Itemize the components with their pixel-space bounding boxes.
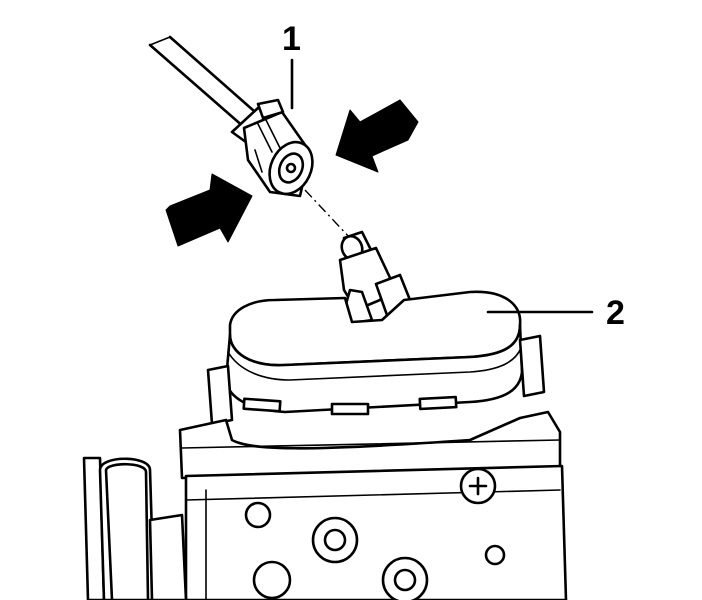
callout-1: 1 — [282, 20, 301, 58]
alignment-axis — [304, 189, 351, 239]
side-bracket — [82, 456, 188, 600]
callout-2: 2 — [606, 294, 625, 332]
module-cover — [206, 290, 546, 426]
connector-plug[interactable] — [230, 98, 321, 201]
arrow-icon — [165, 99, 419, 247]
module-body — [178, 410, 568, 600]
cable — [148, 35, 264, 130]
